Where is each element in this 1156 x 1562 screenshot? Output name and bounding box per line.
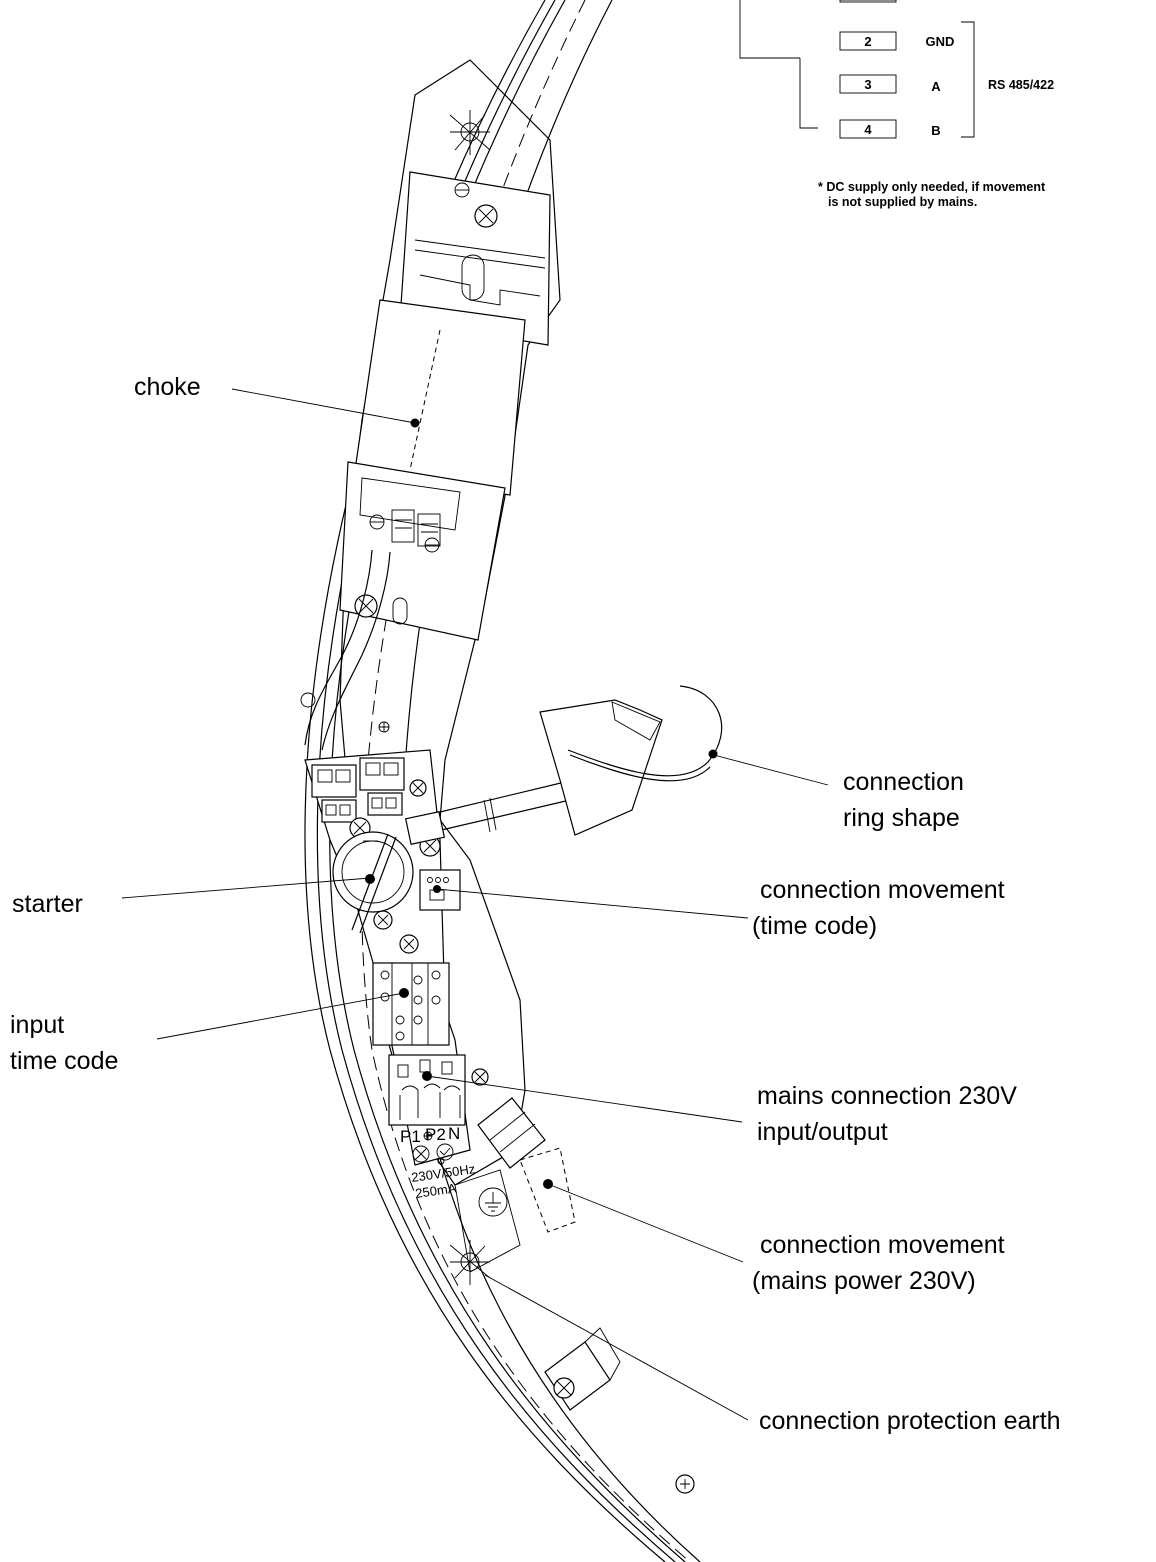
mains-terminal: P1 P2 N 230V/50Hz 250mA (388, 1054, 476, 1201)
mains-movement-connector (477, 1097, 576, 1233)
upper-bracket (399, 171, 551, 346)
terminal-4-signal: B (931, 123, 940, 138)
panel-print-n: N (448, 1124, 460, 1143)
screw-icon (354, 594, 378, 618)
choke-body (354, 299, 526, 496)
fuse-p2-icon (436, 1143, 454, 1161)
label-movement-mains-line2: (mains power 230V) (752, 1267, 976, 1295)
label-movement-mains-line1: connection movement (760, 1231, 1005, 1259)
terminal-4-number: 4 (864, 122, 872, 137)
hole-icon (424, 537, 440, 553)
ring-connection-cable (404, 685, 723, 845)
panel-print-p2: P2 (425, 1125, 446, 1144)
bottom-screw-icon (675, 1474, 695, 1494)
choke-cable (300, 549, 391, 751)
footnote-line2: is not supplied by mains. (828, 195, 977, 209)
callout-labels: choke connection ring shape starter conn… (10, 373, 1061, 1435)
bottom-clip (544, 1327, 621, 1411)
panel-print-current: 250mA (414, 1180, 457, 1201)
terminal-2-signal: GND (926, 34, 955, 49)
footnote-line1: * DC supply only needed, if movement (818, 180, 1046, 194)
panel-print-p1: P1 (400, 1127, 421, 1146)
label-mains-line1: mains connection 230V (757, 1082, 1017, 1110)
star-screw-icon (449, 1240, 491, 1285)
bus-label: RS 485/422 (988, 78, 1054, 92)
label-choke: choke (134, 373, 201, 401)
label-input-timecode-line1: input (10, 1011, 64, 1039)
label-connection-ring-line1: connection (843, 768, 964, 796)
terminal-3-number: 3 (864, 77, 871, 92)
choke-terminals (311, 757, 405, 823)
label-movement-timecode-line2: (time code) (752, 912, 877, 940)
fuse-p1-icon (412, 1145, 430, 1163)
hole-icon (454, 182, 470, 198)
label-movement-timecode-line1: connection movement (760, 876, 1005, 904)
screw-icon (399, 934, 419, 954)
screw-icon (373, 910, 393, 930)
label-input-timecode-line2: time code (10, 1047, 118, 1075)
footnote: * DC supply only needed, if movement is … (818, 180, 1046, 209)
earth-plate (449, 1169, 521, 1285)
hole-icon (369, 514, 385, 530)
label-connection-ring-line2: ring shape (843, 804, 960, 832)
label-starter: starter (12, 890, 83, 918)
label-mains-line2: input/output (757, 1118, 888, 1146)
terminal-3-signal: A (931, 79, 941, 94)
choke-bracket (339, 461, 506, 641)
label-protection-earth: connection protection earth (759, 1407, 1061, 1435)
screw-icon (553, 1377, 575, 1399)
earth-symbol-icon (478, 1187, 508, 1217)
terminal-2-number: 2 (864, 34, 871, 49)
screw-icon (471, 1068, 489, 1086)
top-star-screw (449, 110, 491, 155)
screw-icon (474, 204, 498, 228)
terminal-table: 2 GND 3 A 4 B RS 485/422 (739, 0, 1054, 139)
screw-icon (409, 779, 427, 797)
timecode-input-terminal (372, 962, 450, 1046)
callout-leaders (121, 388, 829, 1421)
panel-screws (349, 721, 489, 1165)
